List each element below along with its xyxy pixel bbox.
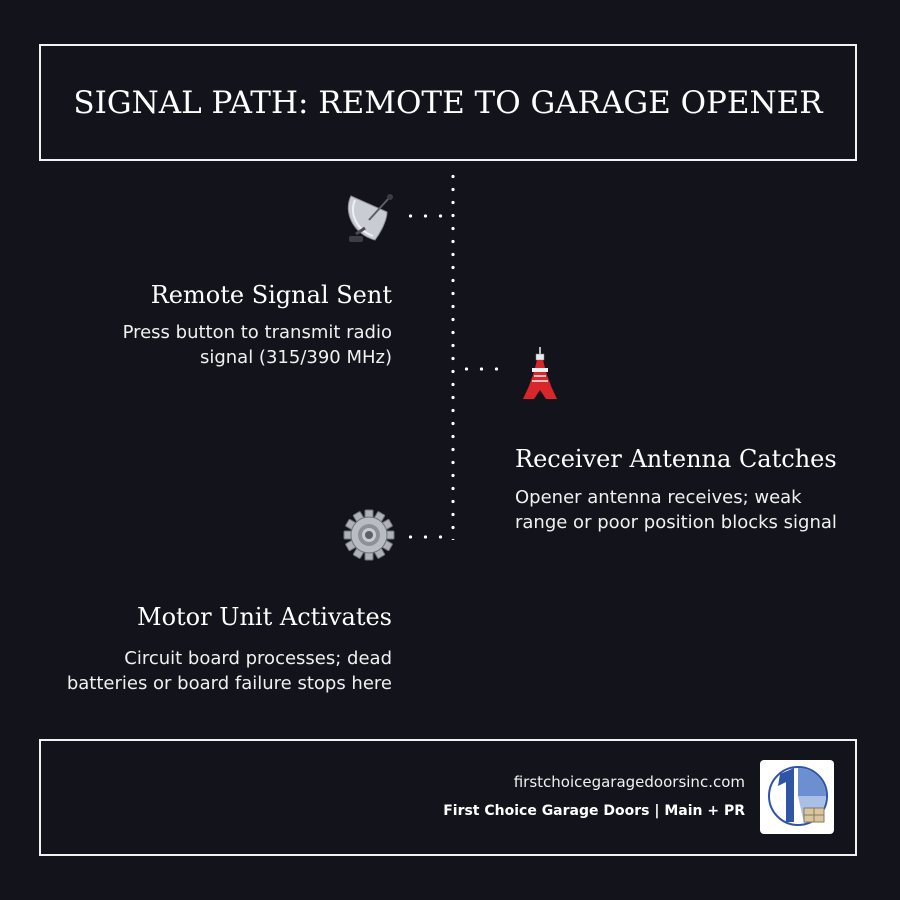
step2-title: Receiver Antenna Catches <box>515 445 837 473</box>
step2-desc-line: range or poor position blocks signal <box>515 512 837 533</box>
step1-desc-line: Press button to transmit radio <box>122 322 392 343</box>
footer-company-name: First Choice Garage Doors | Main + PR <box>443 803 745 819</box>
step3-connector <box>403 535 450 539</box>
footer-website-link[interactable]: firstchoicegaragedoorsinc.com <box>513 773 745 791</box>
header-box: SIGNAL PATH: REMOTE TO GARAGE OPENER <box>39 44 857 161</box>
step3-description: Circuit board processes; dead batteries … <box>67 646 392 696</box>
footer-box: firstchoicegaragedoorsinc.com First Choi… <box>39 739 857 856</box>
page-title: SIGNAL PATH: REMOTE TO GARAGE OPENER <box>73 84 823 121</box>
step3-title: Motor Unit Activates <box>137 603 392 631</box>
gear-icon <box>343 509 395 565</box>
radio-tower-icon <box>521 346 559 404</box>
step1-connector <box>403 214 450 218</box>
step3-desc-line: Circuit board processes; dead <box>124 648 392 669</box>
step2-desc-line: Opener antenna receives; weak <box>515 487 802 508</box>
satellite-dish-icon <box>343 190 397 250</box>
company-logo <box>760 760 834 834</box>
step1-title: Remote Signal Sent <box>150 281 392 309</box>
step1-description: Press button to transmit radio signal (3… <box>123 320 392 370</box>
step2-connector <box>459 367 505 371</box>
step3-desc-line: batteries or board failure stops here <box>66 673 392 694</box>
step2-description: Opener antenna receives; weak range or p… <box>515 485 837 535</box>
step1-desc-line: signal (315/390 MHz) <box>199 347 392 368</box>
timeline-line <box>451 170 455 540</box>
